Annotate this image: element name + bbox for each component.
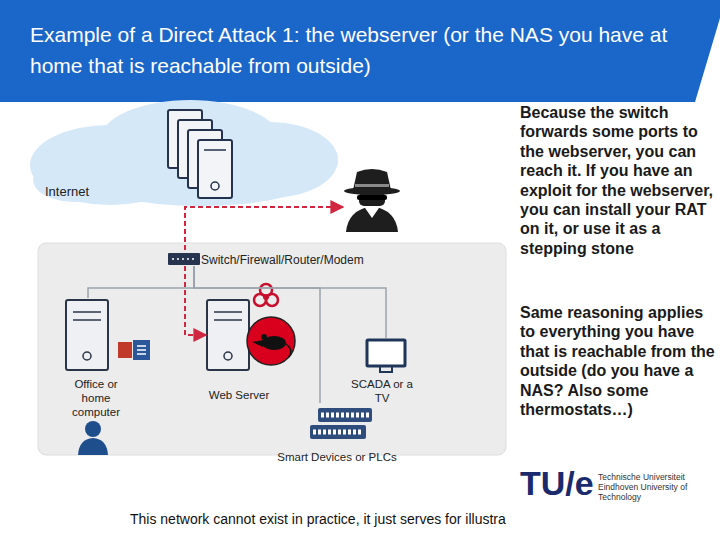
- web-server-icon: [207, 300, 249, 370]
- node-label: Office or home computer: [66, 378, 126, 419]
- attacker-glasses: [357, 195, 387, 200]
- rat-ear: [261, 334, 267, 340]
- tower-icon: [66, 300, 108, 370]
- device-panel: [318, 408, 372, 422]
- connector-group: [194, 266, 320, 403]
- biohazard-core: [263, 294, 269, 300]
- drive-slot: [73, 319, 101, 321]
- logo-mark: TU/e: [520, 463, 600, 503]
- drive-slot: [214, 311, 242, 313]
- internet-cloud: [30, 100, 338, 206]
- smart-device-icons: [310, 408, 372, 439]
- slide-title: Example of a Direct Attack 1: the webser…: [30, 19, 690, 81]
- tower-icon: [207, 300, 249, 370]
- header-band: [0, 0, 720, 102]
- connector-group: [88, 266, 194, 298]
- local-network-area: [38, 243, 506, 455]
- node-label: Internet: [45, 184, 165, 200]
- explanation-note: Because the switch forwards some ports t…: [520, 103, 716, 258]
- monitor-screen: [367, 340, 405, 366]
- explanation-note: Same reasoning applies to everything you…: [520, 303, 716, 419]
- server-stack: [168, 110, 232, 198]
- switch-icon: [168, 253, 200, 265]
- user-body: [78, 438, 108, 455]
- word-icon-line: [137, 349, 146, 351]
- cloud-node: Internet: [30, 104, 340, 204]
- power-button: [83, 352, 91, 360]
- rat-badge: [247, 317, 295, 365]
- monitor-icon: [367, 340, 405, 372]
- node-label: Web Server: [200, 389, 278, 403]
- attacker-hat: [353, 169, 391, 190]
- drive-slot: [204, 149, 226, 151]
- document-icon: [118, 342, 132, 358]
- monitor-stand: [380, 367, 392, 372]
- word-icon-line: [137, 353, 146, 355]
- device-panel: [310, 425, 366, 439]
- attacker-collar: [363, 205, 381, 218]
- switch-node: Switch/Firewall/Router/Modem: [165, 251, 390, 266]
- connector-group: [185, 266, 206, 335]
- network-cable: [88, 266, 194, 298]
- rat-tail: [286, 344, 291, 357]
- connector-group: [194, 266, 386, 338]
- power-button: [224, 352, 232, 360]
- device-node: Smart Devices or PLCs: [262, 403, 412, 467]
- server-node: Web Server: [200, 298, 278, 408]
- footnote: This network cannot exist in practice, i…: [130, 511, 506, 527]
- node-label: Smart Devices or PLCs: [262, 451, 412, 465]
- device-keys: [313, 430, 363, 435]
- word-icon: [133, 340, 150, 360]
- node-label: SCADA or a TV: [349, 378, 415, 406]
- word-icon-line: [137, 345, 146, 347]
- device-keys: [321, 413, 369, 418]
- network-cable: [194, 266, 320, 403]
- server-icon: [198, 140, 232, 198]
- network-cable: [194, 266, 386, 338]
- hat-brim: [344, 187, 400, 195]
- power-button: [211, 182, 219, 190]
- drive-slot: [73, 311, 101, 313]
- rat-symbol: [247, 317, 295, 365]
- rat-head: [252, 340, 263, 347]
- hat-band: [355, 184, 389, 187]
- office-computer-icon: [66, 300, 150, 455]
- attacker-icon: [344, 169, 400, 232]
- attacker-body: [346, 206, 398, 232]
- switch-body: [168, 253, 200, 265]
- logo-text: Technische Universiteit Eindhoven Univer…: [598, 472, 690, 502]
- attack-connector: [185, 266, 206, 335]
- drive-slot: [214, 319, 242, 321]
- computer-node: Office or home computer: [58, 298, 134, 422]
- user-head: [85, 421, 101, 437]
- node-label: Switch/Firewall/Router/Modem: [201, 253, 389, 267]
- biohazard-symbol: [254, 284, 278, 306]
- switch-ports: [172, 258, 196, 260]
- attack-path: [185, 207, 343, 250]
- screen-node: SCADA or a TV: [340, 338, 424, 408]
